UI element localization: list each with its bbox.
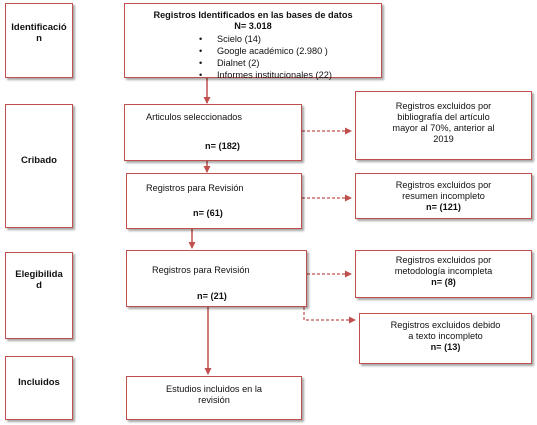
- excluded-abstract-line: resumen incompleto: [402, 191, 485, 201]
- excluded-methodology-line: metodología incompleta: [394, 266, 493, 276]
- excluded-fulltext-line: Registros excluidos debido: [390, 320, 501, 330]
- stage-cribado: Cribado: [5, 104, 73, 228]
- review-1-label: Registros para Revisión: [146, 183, 244, 193]
- source-item: Informes institucionales (22): [197, 69, 332, 81]
- excluded-bibliography-box: Registros excluidos por bibliografía del…: [355, 91, 532, 160]
- review-2-label: Registros para Revisión: [152, 265, 250, 275]
- included-line: revisión: [198, 395, 230, 405]
- stage-identificacion-line-1: Identificació: [11, 22, 67, 33]
- selected-label: Articulos seleccionados: [146, 112, 243, 122]
- review-1-count: n= (61): [193, 208, 223, 218]
- identified-title: Registros Identificados en las bases de …: [153, 10, 353, 20]
- excluded-methodology-line: Registros excluidos por: [395, 255, 492, 265]
- arrow-to-excluded-fulltext: [303, 307, 356, 324]
- source-item: Dialnet (2): [197, 57, 332, 69]
- excluded-bibliography-line: Registros excluidos por: [395, 101, 492, 111]
- stage-identificacion: Identificació n: [5, 3, 73, 78]
- review-2-box: Registros para Revisión n= (21): [126, 250, 307, 307]
- stage-elegibilidad-line-2: d: [36, 280, 42, 291]
- identified-count: N= 3.018: [234, 21, 272, 31]
- excluded-abstract-line: Registros excluidos por: [395, 180, 492, 190]
- selected-count: n= (182): [205, 141, 240, 151]
- selected-articles-box: Articulos seleccionados n= (182): [124, 104, 302, 161]
- identified-records-box: Registros Identificados en las bases de …: [124, 3, 382, 81]
- included-line: Estudios incluidos en la: [165, 384, 263, 394]
- excluded-methodology-count: n= (8): [431, 277, 456, 287]
- stage-incluidos: Incluidos: [5, 356, 73, 420]
- identified-sources-list: Scielo (14) Google académico (2.980 ) Di…: [197, 33, 332, 81]
- source-item: Scielo (14): [197, 33, 332, 45]
- stage-elegibilidad: Elegibilida d: [5, 252, 73, 339]
- excluded-bibliography-line: 2019: [433, 134, 454, 144]
- excluded-fulltext-box: Registros excluidos debido a texto incom…: [359, 313, 532, 364]
- review-2-count: n= (21): [197, 291, 227, 301]
- excluded-fulltext-count: n= (13): [430, 342, 461, 352]
- stage-elegibilidad-line-1: Elegibilida: [15, 269, 63, 280]
- excluded-abstract-count: n= (121): [426, 202, 461, 212]
- excluded-bibliography-line: bibliografía del artículo: [397, 112, 490, 122]
- excluded-fulltext-line: a texto incompleto: [408, 331, 483, 341]
- excluded-abstract-box: Registros excluidos por resumen incomple…: [355, 173, 532, 219]
- stage-incluidos-label: Incluidos: [18, 377, 60, 388]
- excluded-bibliography-line: mayor al 70%, anterior al: [392, 123, 495, 133]
- source-item: Google académico (2.980 ): [197, 45, 332, 57]
- excluded-methodology-box: Registros excluidos por metodología inco…: [355, 250, 532, 298]
- stage-identificacion-line-2: n: [36, 33, 42, 44]
- stage-cribado-label: Cribado: [21, 155, 57, 166]
- included-studies-box: Estudios incluidos en la revisión: [126, 376, 302, 420]
- review-1-box: Registros para Revisión n= (61): [126, 173, 302, 229]
